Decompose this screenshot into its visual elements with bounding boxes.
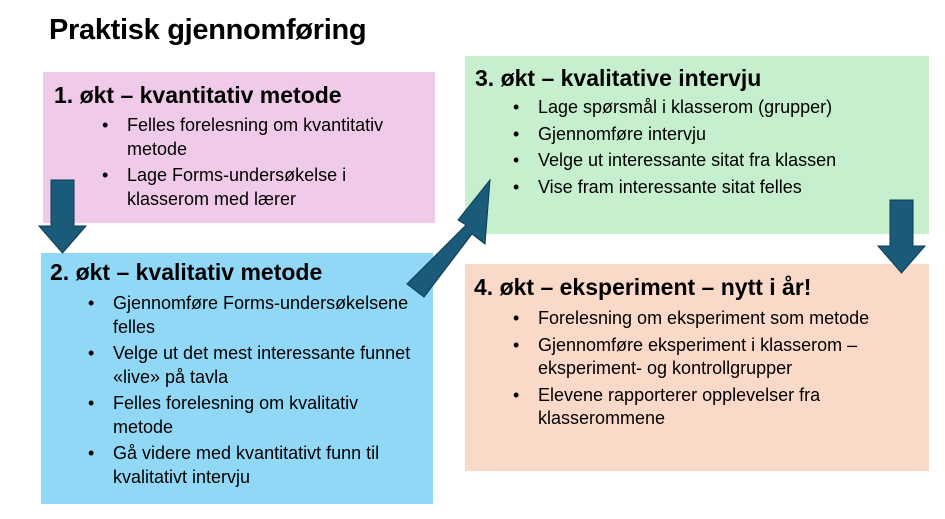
session-1-heading: 1. økt – kvantitativ metode [54, 82, 342, 108]
arrow-up-right-icon [406, 178, 491, 298]
session-1-bullets: Felles forelesning om kvantitativ metode… [54, 114, 427, 211]
session-3-heading: 3. økt – kvalitative intervju [475, 65, 762, 91]
arrow-down-shape [877, 199, 927, 274]
session-2-bullet: Gjennomføre Forms-undersøkelsene felles [83, 292, 423, 339]
session-3-bullet: Velge ut interessante sitat fra klassen [508, 149, 929, 173]
session-2-box: 2. økt – kvalitativ metode Gjennomføre F… [41, 253, 433, 504]
arrow-down-icon [38, 179, 88, 254]
page-title: Praktisk gjennomføring [49, 14, 367, 46]
session-1-box: 1. økt – kvantitativ metode Felles forel… [43, 72, 435, 223]
session-3-bullets: Lage spørsmål i klasserom (grupper) Gjen… [475, 96, 929, 199]
session-2-bullet: Velge ut det mest interessante funnet «l… [83, 342, 423, 389]
session-4-bullets: Forelesning om eksperiment som metode Gj… [474, 307, 918, 431]
arrow-up-right-shape [406, 178, 491, 298]
session-4-bullet: Forelesning om eksperiment som metode [508, 307, 918, 331]
session-1-bullet: Lage Forms-undersøkelse i klasserom med … [97, 164, 427, 211]
arrow-down-icon [877, 199, 927, 274]
session-4-bullet: Elevene rapporterer opplevelser fra klas… [508, 384, 918, 431]
session-1-bullet: Felles forelesning om kvantitativ metode [97, 114, 427, 161]
session-2-bullet: Gå videre med kvantitativt funn til kval… [83, 442, 423, 489]
session-3-box: 3. økt – kvalitative intervju Lage spørs… [465, 56, 929, 234]
session-3-bullet: Lage spørsmål i klasserom (grupper) [508, 96, 929, 120]
session-2-bullet: Felles forelesning om kvalitativ metode [83, 392, 423, 439]
session-2-heading: 2. økt – kvalitativ metode [50, 259, 323, 285]
session-4-bullet: Gjennomføre eksperiment i klasserom – ek… [508, 334, 918, 381]
arrow-down-shape [38, 179, 88, 254]
session-4-heading: 4. økt – eksperiment – nytt i år! [474, 274, 812, 300]
session-3-bullet: Gjennomføre intervju [508, 123, 929, 147]
session-3-bullet: Vise fram interessante sitat felles [508, 176, 929, 200]
session-2-bullets: Gjennomføre Forms-undersøkelsene felles … [50, 292, 423, 489]
session-4-box: 4. økt – eksperiment – nytt i år! Forele… [465, 264, 929, 471]
